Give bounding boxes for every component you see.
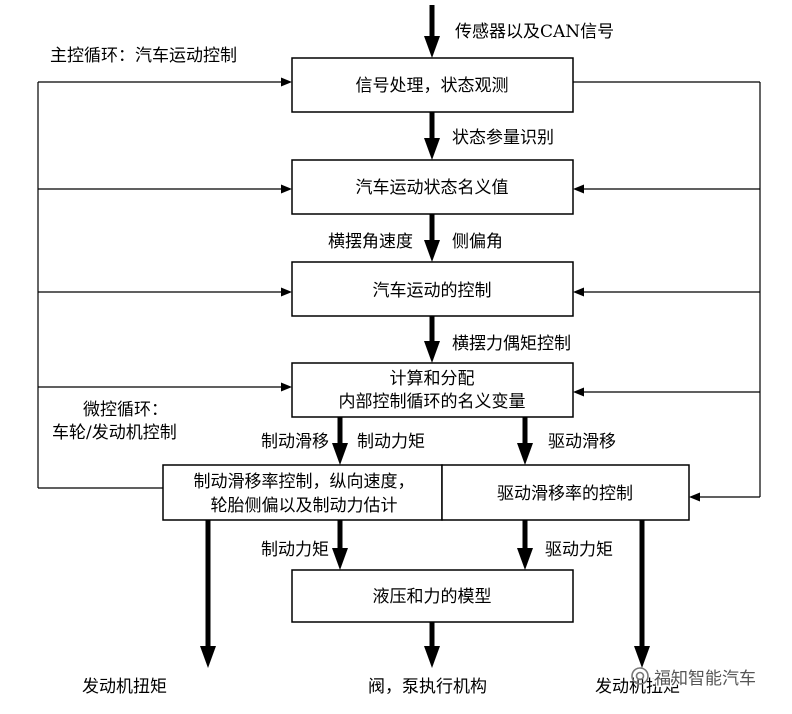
engine-torque-left-arrowhead	[200, 646, 216, 668]
brake-slip-control-box	[162, 464, 443, 521]
watermark-logo-icon	[631, 667, 649, 685]
brake-slip-control-label-line2: 轮胎侧偏以及制动力估计	[211, 496, 398, 516]
slip-angle-label: 侧偏角	[452, 232, 503, 252]
drive-slip-control-label: 驱动滑移率的控制	[497, 484, 633, 504]
yaw-moment-label: 横摆力偶矩控制	[452, 334, 571, 354]
left-loop-to-compute-arrowhead	[281, 382, 292, 392]
right-loop-to-drive-slip-arrowhead	[689, 492, 700, 502]
state-id-arrowhead	[424, 138, 440, 160]
engine-torque-left-label: 发动机扭矩	[82, 677, 167, 697]
arrow-labels: 传感器以及CAN信号 状态参量识别 横摆角速度 侧偏角 横摆力偶矩控制 制动滑移…	[261, 22, 616, 560]
watermark-logo-inner-icon	[635, 671, 645, 681]
motion-control-box	[291, 261, 574, 317]
engine-torque-right-label: 发动机扭矩	[595, 677, 680, 697]
brake-slip-control-label-line1: 制动滑移率控制，纵向速度，	[194, 472, 415, 492]
drive-torque-arrowhead	[517, 548, 533, 570]
yaw-rate-label: 横摆角速度	[328, 232, 413, 252]
signal-processing-box	[291, 57, 574, 113]
compute-allocate-label-line1: 计算和分配	[390, 369, 475, 389]
sensor-arrowhead	[424, 36, 440, 58]
sensor-label: 传感器以及CAN信号	[455, 22, 614, 42]
compute-allocate-box	[291, 362, 574, 418]
nominal-value-box	[291, 159, 574, 215]
engine-torque-right-arrowhead	[634, 646, 650, 668]
drive-slip-control-box	[441, 464, 690, 521]
feedback-loop-left	[37, 77, 292, 489]
compute-allocate-label-line2: 内部控制循环的名义变量	[339, 392, 526, 412]
flow-arrows	[200, 5, 650, 668]
watermark-text: 福知智能汽车	[654, 669, 756, 689]
state-id-label: 状态参量识别	[452, 128, 554, 148]
nominal-value-label: 汽车运动状态名义值	[356, 178, 509, 198]
brake-slip-arrowhead	[332, 443, 348, 465]
feedback-loop-right	[573, 81, 761, 502]
right-loop-to-nominal-arrowhead	[573, 184, 584, 194]
drive-slip-label: 驱动滑移	[548, 432, 616, 452]
main-loop-title: 主控循环：汽车运动控制	[50, 46, 237, 66]
drive-torque-label: 驱动力矩	[545, 540, 613, 560]
left-loop-to-nominal-arrowhead	[281, 184, 292, 194]
watermark: 福知智能汽车	[631, 667, 758, 691]
yaw-moment-arrowhead	[424, 341, 440, 363]
actuator-arrowhead	[424, 646, 440, 668]
micro-loop-title-line2: 车轮/发动机控制	[52, 423, 177, 443]
right-loop-to-compute-arrowhead	[573, 387, 584, 397]
right-loop-to-control-arrowhead	[573, 287, 584, 297]
motion-control-label: 汽车运动的控制	[373, 281, 492, 301]
actuators-label: 阀，泵执行机构	[368, 677, 487, 697]
hydraulic-model-label: 液压和力的模型	[373, 587, 492, 607]
yaw-arrowhead	[424, 240, 440, 262]
output-labels: 发动机扭矩 阀，泵执行机构 发动机扭矩	[82, 677, 680, 697]
box-labels: 信号处理，状态观测 汽车运动状态名义值 汽车运动的控制 计算和分配 内部控制循环…	[194, 76, 634, 607]
brake-slip-label: 制动滑移	[261, 432, 329, 452]
left-loop-to-signal-arrowhead	[281, 77, 292, 87]
process-boxes	[162, 57, 690, 623]
left-loop-to-control-arrowhead	[281, 287, 292, 297]
brake-torque-upper-label: 制动力矩	[357, 432, 425, 452]
brake-torque-arrowhead	[332, 548, 348, 570]
drive-slip-arrowhead	[517, 443, 533, 465]
micro-loop-title-line1: 微控循环：	[83, 400, 168, 420]
hydraulic-model-box	[291, 569, 574, 623]
signal-processing-label: 信号处理，状态观测	[356, 76, 509, 96]
brake-torque-lower-label: 制动力矩	[261, 540, 329, 560]
